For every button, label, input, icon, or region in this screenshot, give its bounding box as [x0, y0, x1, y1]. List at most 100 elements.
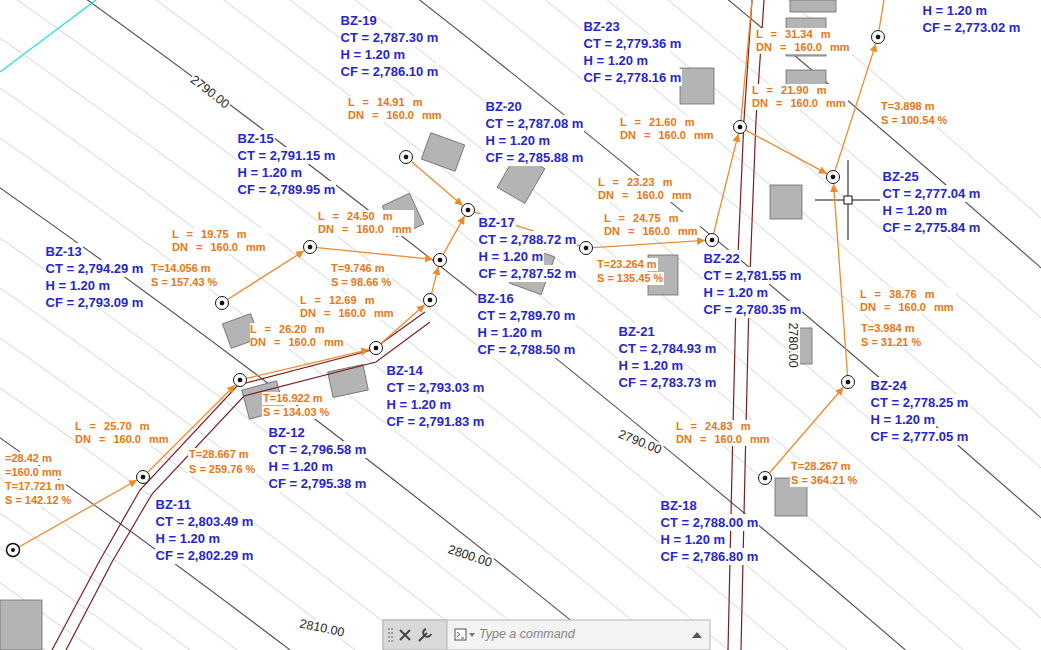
pipe-length: L = 31.34 m DN = 160.0 mm — [756, 28, 852, 54]
index-contour — [0, 160, 1041, 650]
manhole-data: CF = 2,802.29 m — [155, 547, 255, 564]
pipe-data: T=9.746 m — [330, 262, 386, 275]
sewer-pipe — [879, 0, 884, 30]
manhole-data: H = 1.20 m — [477, 324, 544, 341]
manhole-data: CT = 2,793.03 m — [386, 379, 486, 396]
manhole-label: BZ-14CT = 2,793.03 mH = 1.20 mCF = 2,791… — [386, 362, 486, 430]
manhole-data: CT = 2,788.72 m — [478, 231, 578, 248]
pipe-length: L = 21.60 m DN = 160.0 mm — [620, 116, 716, 142]
manhole-data: CF = 2,786.80 m — [660, 548, 760, 565]
manhole: BZ-15CT = 2,791.15 mH = 1.20 mCF = 2,789… — [303, 240, 317, 254]
command-prompt: Type a command — [478, 627, 576, 642]
pipe-data: S = 142.12 % — [4, 494, 72, 507]
manhole-ring — [7, 544, 20, 557]
manhole-data: CT = 2,778.25 m — [870, 394, 970, 411]
prompt-icon — [455, 629, 466, 640]
building — [0, 600, 42, 650]
manhole-data: H = 1.20 m — [478, 248, 545, 265]
manhole: BZ-12CT = 2,796.58 mH = 1.20 mCF = 2,795… — [233, 373, 247, 387]
manhole-data: CT = 2,777.04 m — [882, 185, 982, 202]
pipe-data: =160.0 mm — [4, 466, 63, 479]
manhole-label: BZ-16CT = 2,789.70 mH = 1.20 mCF = 2,788… — [477, 290, 577, 358]
manhole-data: H = 1.20 m — [870, 411, 937, 428]
pipe-length: L = 26.20 m DN = 160.0 mm — [250, 323, 346, 349]
manhole-id: BZ-12 — [268, 424, 306, 441]
pipe-data: T=3.984 m — [860, 322, 916, 335]
manhole-data: CT = 2,803.49 m — [155, 513, 255, 530]
manhole-label: BZ-23CT = 2,779.36 mH = 1.20 mCF = 2,778… — [583, 18, 683, 86]
manhole-id: BZ-14 — [386, 362, 424, 379]
sewer-pipe — [228, 251, 304, 299]
pipe-data: T=28.667 m — [188, 448, 250, 461]
manhole: BZ-22CT = 2,781.55 mH = 1.20 mCF = 2,780… — [705, 233, 719, 247]
pipe-data: S = 134.03 % — [262, 406, 330, 419]
manhole-data: CT = 2,781.55 m — [703, 267, 803, 284]
manhole: BZ-20CT = 2,787.08 mH = 1.20 mCF = 2,785… — [461, 203, 475, 217]
manhole-data: CF = 2,780.35 m — [703, 301, 803, 318]
pipe-length: L = 21.90 m DN = 160.0 mm — [752, 84, 848, 110]
manhole-data: H = 1.20 m — [268, 458, 335, 475]
sewer-pipe — [317, 248, 433, 260]
pipe-data: S = 157.43 % — [150, 276, 218, 289]
manhole-label: BZ-22CT = 2,781.55 mH = 1.20 mCF = 2,780… — [703, 250, 803, 318]
pipe-length: L = 24.50 m DN = 160.0 mm — [318, 210, 414, 236]
manhole-id: BZ-21 — [618, 323, 656, 340]
manhole-data: CF = 2,777.05 m — [870, 428, 970, 445]
pipe-data: =28.42 m — [4, 452, 53, 465]
manhole-data: CT = 2,796.58 m — [268, 441, 368, 458]
manhole-label: BZ-21CT = 2,784.93 mH = 1.20 mCF = 2,783… — [618, 323, 718, 391]
manhole-label: BZ-15CT = 2,791.15 mH = 1.20 mCF = 2,789… — [237, 130, 337, 198]
manhole-data: CT = 2,787.30 m — [340, 29, 440, 46]
index-contour — [0, 410, 1041, 650]
sewer-pipe — [714, 134, 739, 233]
manhole-label: BZ-25CT = 2,777.04 mH = 1.20 mCF = 2,775… — [882, 168, 982, 236]
contour — [0, 0, 1041, 620]
manhole-id: BZ-17 — [478, 214, 516, 231]
contour-label: 2800.00 — [445, 542, 494, 570]
pipe-data: S = 100.54 % — [880, 114, 948, 127]
contour — [0, 485, 1041, 650]
index-contour — [0, 0, 1041, 320]
contour-label: 2810.00 — [297, 616, 346, 640]
manhole-data: CT = 2,787.08 m — [485, 115, 585, 132]
pipe-data: T=17.721 m — [4, 480, 66, 493]
sewer-pipe — [834, 184, 848, 375]
pipe-data: T=3.898 m — [880, 100, 936, 113]
contour-label: 2790.00 — [187, 72, 233, 112]
manhole-data: H = 1.20 m — [882, 202, 949, 219]
contour — [0, 555, 1041, 650]
manhole-label: BZ-12CT = 2,796.58 mH = 1.20 mCF = 2,795… — [268, 424, 368, 492]
manhole: BZ-23CT = 2,779.36 mH = 1.20 mCF = 2,778… — [733, 120, 747, 134]
manhole-id: BZ-19 — [340, 12, 378, 29]
pipe-length: L = 23.23 m DN = 160.0 mm — [598, 176, 694, 202]
outer-pipes — [19, 0, 884, 547]
contour — [0, 0, 1041, 420]
pipe-data: S = 135.45 % — [596, 272, 664, 285]
contour — [0, 450, 1041, 650]
manhole-label: BZ-17CT = 2,788.72 mH = 1.20 mCF = 2,787… — [478, 214, 578, 282]
pipe-length: L = 25.70 m DN = 160.0 mm — [75, 420, 171, 446]
manhole-id: BZ-23 — [583, 18, 621, 35]
manhole-id: BZ-22 — [703, 250, 741, 267]
manhole-id: BZ-13 — [45, 243, 83, 260]
command-bar — [383, 620, 710, 650]
contour — [0, 10, 1041, 650]
manhole-data: CF = 2,795.38 m — [268, 475, 368, 492]
contour — [0, 210, 1041, 650]
dropdown-icon — [469, 633, 475, 637]
manhole-data: H = 1.20 m — [485, 132, 552, 149]
contour-label: 2790.00 — [616, 427, 665, 458]
manhole-label: BZ-18CT = 2,788.00 mH = 1.20 mCF = 2,786… — [660, 497, 760, 565]
contour — [0, 260, 1041, 650]
manhole-symbol — [7, 544, 20, 557]
manhole-data: CT = 2,794.29 m — [45, 260, 145, 277]
building — [770, 185, 802, 219]
sewer-pipe — [411, 162, 462, 206]
pipe-data: S = 98.66 % — [330, 276, 392, 289]
